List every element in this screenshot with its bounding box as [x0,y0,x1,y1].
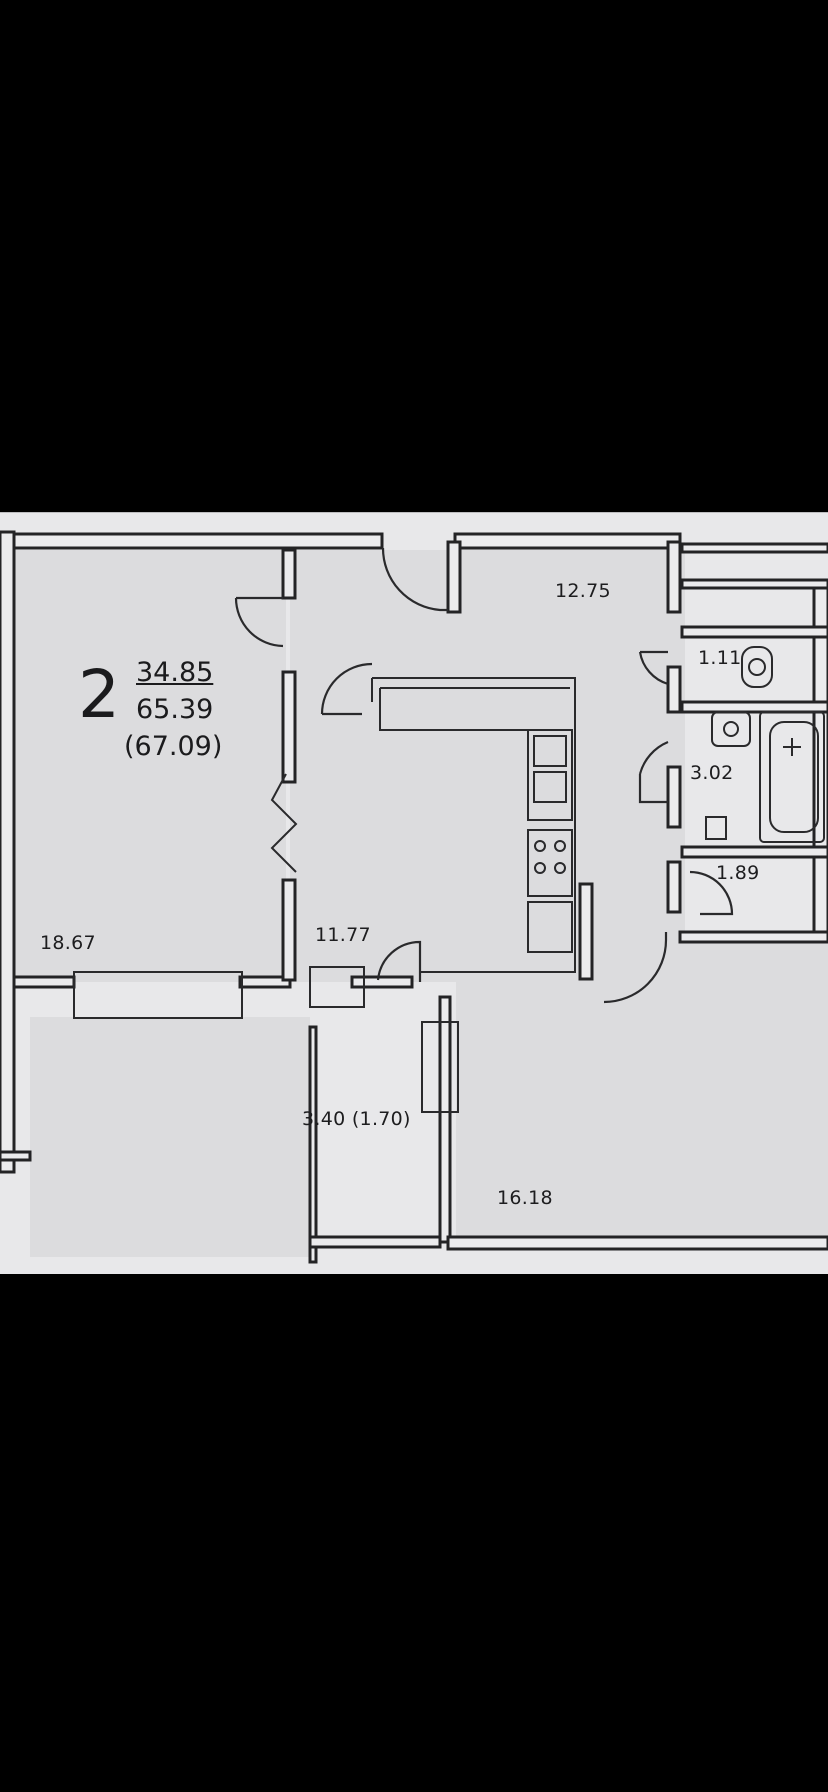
walls [0,530,828,1264]
living-area: 34.85 [136,657,214,688]
room-right-area: 16.18 [497,1187,553,1209]
closet-area: 1.89 [716,862,760,884]
fixtures [705,646,825,843]
room-count: 2 [78,656,120,733]
balcony-area: 3.40 (1.70) [302,1108,411,1130]
kitchen-counter [371,677,576,973]
total-area-with-balcony: (67.09) [124,731,223,762]
doors [234,547,734,1004]
windows [0,512,828,1113]
hall-area: 12.75 [555,580,611,602]
room-left-fill [14,550,286,982]
floor-plan-drawing [0,512,828,1274]
zigzag-partition [270,773,298,873]
floor-plan-photo: 2 34.85 65.39 (67.09) 18.67 11.77 12.75 … [0,512,828,1274]
total-area: 65.39 [136,694,214,725]
balcony-floor [30,1017,310,1257]
hall-fill [455,542,685,982]
bathroom-area: 3.02 [690,762,734,784]
room-right-fill [456,934,828,1239]
kitchen-area: 11.77 [315,924,371,946]
room-left-area: 18.67 [40,932,96,954]
wc-area: 1.11 [698,647,742,669]
